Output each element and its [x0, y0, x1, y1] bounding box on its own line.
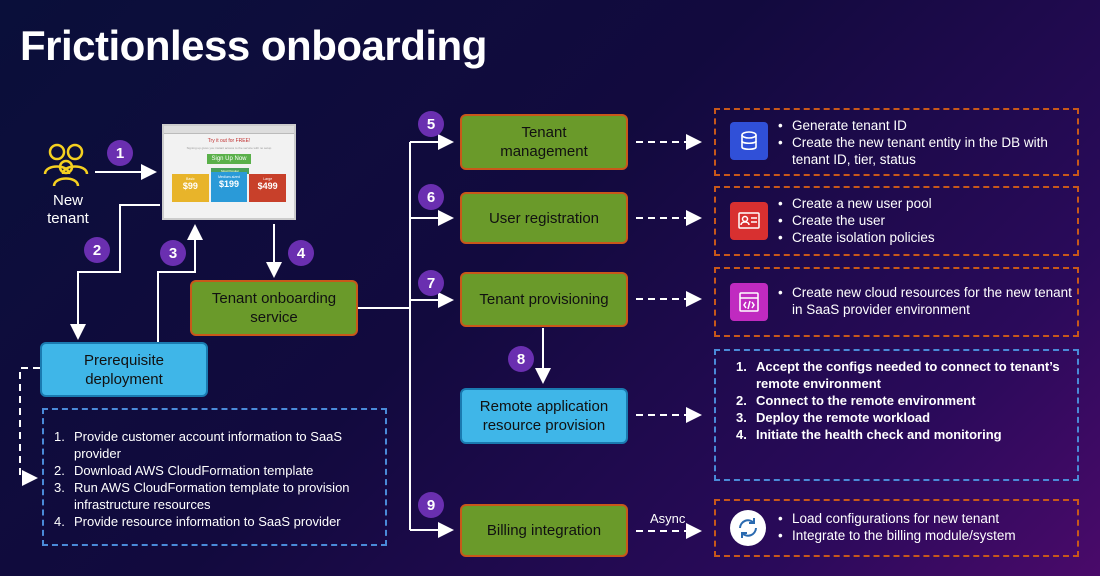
tenant-provisioning-details: Create new cloud resources for the new t…	[714, 267, 1079, 337]
step-badge-8: 8	[508, 346, 534, 372]
billing-integration-details: Load configurations for new tenantIntegr…	[714, 499, 1079, 557]
item-number: 3.	[736, 410, 747, 425]
tier-name: Large	[263, 177, 273, 181]
prerequisite-deployment-box: Prerequisite deployment	[40, 342, 208, 397]
list-item: 4. Initiate the health check and monitori…	[736, 426, 1067, 443]
mockup-tiers: Basic$99 Medium-sized$199 Large$499	[164, 172, 294, 202]
tier-name: Medium-sized	[218, 175, 240, 179]
item-number: 1.	[736, 359, 747, 374]
tier-large: Large$499	[249, 174, 287, 202]
tenant-onboarding-service-box: Tenant onboarding service	[190, 280, 358, 336]
item-text: Run AWS CloudFormation template to provi…	[74, 480, 350, 512]
item-number: 3.	[54, 480, 65, 495]
mockup-signup-button: Sign Up Now	[207, 154, 251, 164]
tier-price: $199	[218, 179, 240, 189]
list-item: Create the user	[778, 212, 1074, 229]
cloudformation-icon	[730, 283, 768, 321]
list-item: Generate tenant ID	[778, 117, 1074, 134]
item-number: 2.	[736, 393, 747, 408]
list-item: Create isolation policies	[778, 229, 1074, 246]
database-icon	[730, 122, 768, 160]
tier-basic: Basic$99	[172, 174, 209, 202]
list-item: Create new cloud resources for the new t…	[778, 284, 1074, 318]
step-badge-3: 3	[160, 240, 186, 266]
browser-titlebar	[164, 126, 294, 134]
tenant-management-details: Generate tenant IDCreate the new tenant …	[714, 108, 1079, 176]
mockup-popular-label: Most Popular	[211, 168, 249, 174]
list-item: Integrate to the billing module/system	[778, 527, 1074, 544]
list-item: 2. Download AWS CloudFormation template	[54, 462, 375, 479]
item-text: Provide customer account information to …	[74, 429, 343, 461]
step-badge-1: 1	[107, 140, 133, 166]
list-item: 1. Provide customer account information t…	[54, 428, 375, 462]
item-number: 1.	[54, 429, 65, 444]
remote-application-details: 1. Accept the configs needed to connect t…	[714, 349, 1079, 481]
tenant-provisioning-box: Tenant provisioning	[460, 272, 628, 327]
remote-application-box: Remote application resource provision	[460, 388, 628, 444]
list-item: Create the new tenant entity in the DB w…	[778, 134, 1074, 168]
item-text: Connect to the remote environment	[756, 393, 976, 408]
tenant-management-box: Tenant management	[460, 114, 628, 170]
mockup-subtext: Signing up gives you instant access to t…	[186, 146, 272, 150]
item-text: Provide resource information to SaaS pro…	[74, 514, 341, 529]
async-label: Async	[650, 511, 686, 526]
item-text: Initiate the health check and monitoring	[756, 427, 1002, 442]
tier-price: $499	[257, 181, 278, 191]
list-item: Create a new user pool	[778, 195, 1074, 212]
step-badge-2: 2	[84, 237, 110, 263]
tier-price: $99	[182, 181, 198, 191]
step-badge-7: 7	[418, 270, 444, 296]
mockup-heading: Try it out for FREE!	[207, 138, 251, 144]
item-number: 4.	[736, 427, 747, 442]
signup-page-mockup: Try it out for FREE! Signing up gives yo…	[162, 124, 296, 220]
new-tenant-label: New tenant	[47, 192, 89, 227]
step-badge-5: 5	[418, 111, 444, 137]
billing-integration-box: Billing integration	[460, 504, 628, 557]
item-number: 2.	[54, 463, 65, 478]
tier-name: Basic	[186, 177, 195, 181]
users-icon	[43, 143, 89, 187]
tier-medium: Medium-sized$199	[210, 172, 248, 202]
step-badge-4: 4	[288, 240, 314, 266]
item-number: 4.	[54, 514, 65, 529]
user-registration-box: User registration	[460, 192, 628, 244]
list-item: Load configurations for new tenant	[778, 510, 1074, 527]
identity-icon	[730, 202, 768, 240]
step-badge-6: 6	[418, 184, 444, 210]
list-item: 1. Accept the configs needed to connect t…	[736, 358, 1067, 392]
list-item: 2. Connect to the remote environment	[736, 392, 1067, 409]
sync-icon	[730, 510, 766, 546]
page-title: Frictionless onboarding	[20, 22, 487, 69]
step-badge-9: 9	[418, 492, 444, 518]
prerequisite-steps-list: 1. Provide customer account information t…	[42, 408, 387, 546]
item-text: Accept the configs needed to connect to …	[756, 359, 1060, 391]
list-item: 4. Provide resource information to SaaS p…	[54, 513, 375, 530]
user-registration-details: Create a new user poolCreate the userCre…	[714, 186, 1079, 256]
item-text: Download AWS CloudFormation template	[74, 463, 314, 478]
list-item: 3. Deploy the remote workload	[736, 409, 1067, 426]
list-item: 3. Run AWS CloudFormation template to pro…	[54, 479, 375, 513]
item-text: Deploy the remote workload	[756, 410, 931, 425]
